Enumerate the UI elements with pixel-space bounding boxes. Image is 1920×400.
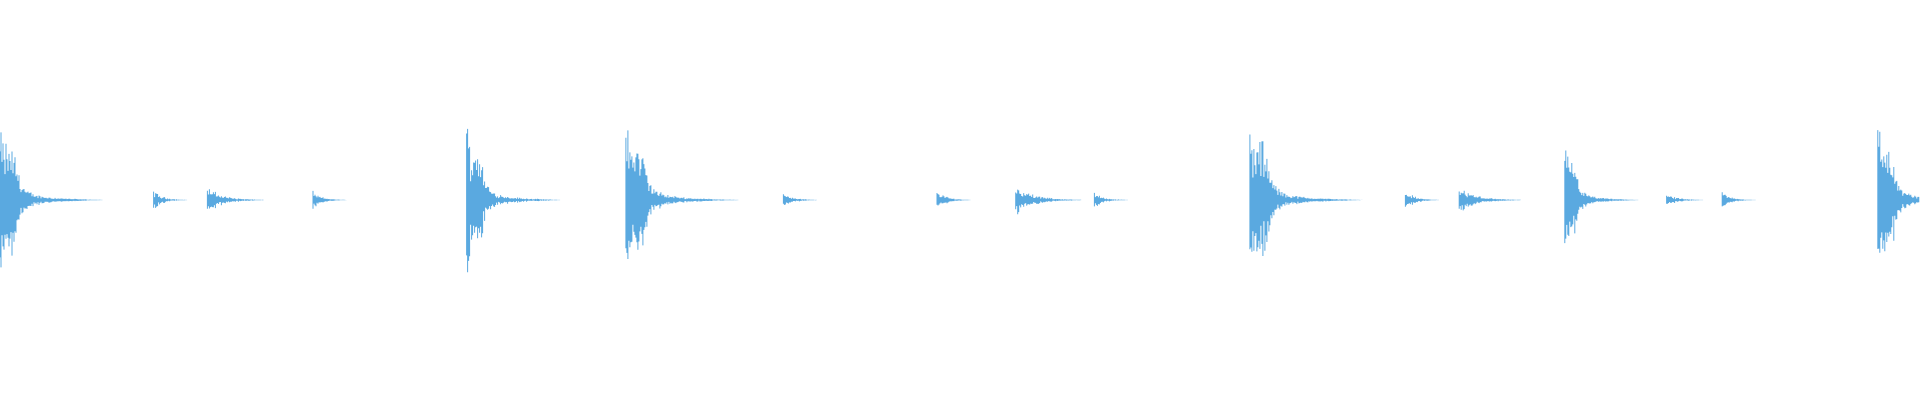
waveform-hit — [782, 194, 817, 205]
waveform-hit — [1015, 189, 1082, 215]
waveform-hit — [153, 191, 188, 208]
waveform-hit — [206, 189, 264, 209]
waveform-hit — [1564, 150, 1639, 244]
waveform-hit — [466, 128, 561, 273]
waveform-hit — [1249, 134, 1363, 256]
waveform-hit — [1093, 192, 1128, 207]
waveform-hit — [936, 193, 971, 206]
waveform-hit — [1721, 192, 1756, 207]
waveform-hit — [625, 130, 739, 259]
waveform-hit — [312, 190, 347, 209]
waveform-hit — [1458, 190, 1521, 211]
waveform-hit — [1666, 195, 1704, 204]
waveform-hit — [0, 132, 103, 268]
waveform-hit — [1404, 194, 1439, 207]
waveform-hit — [1877, 130, 1920, 253]
